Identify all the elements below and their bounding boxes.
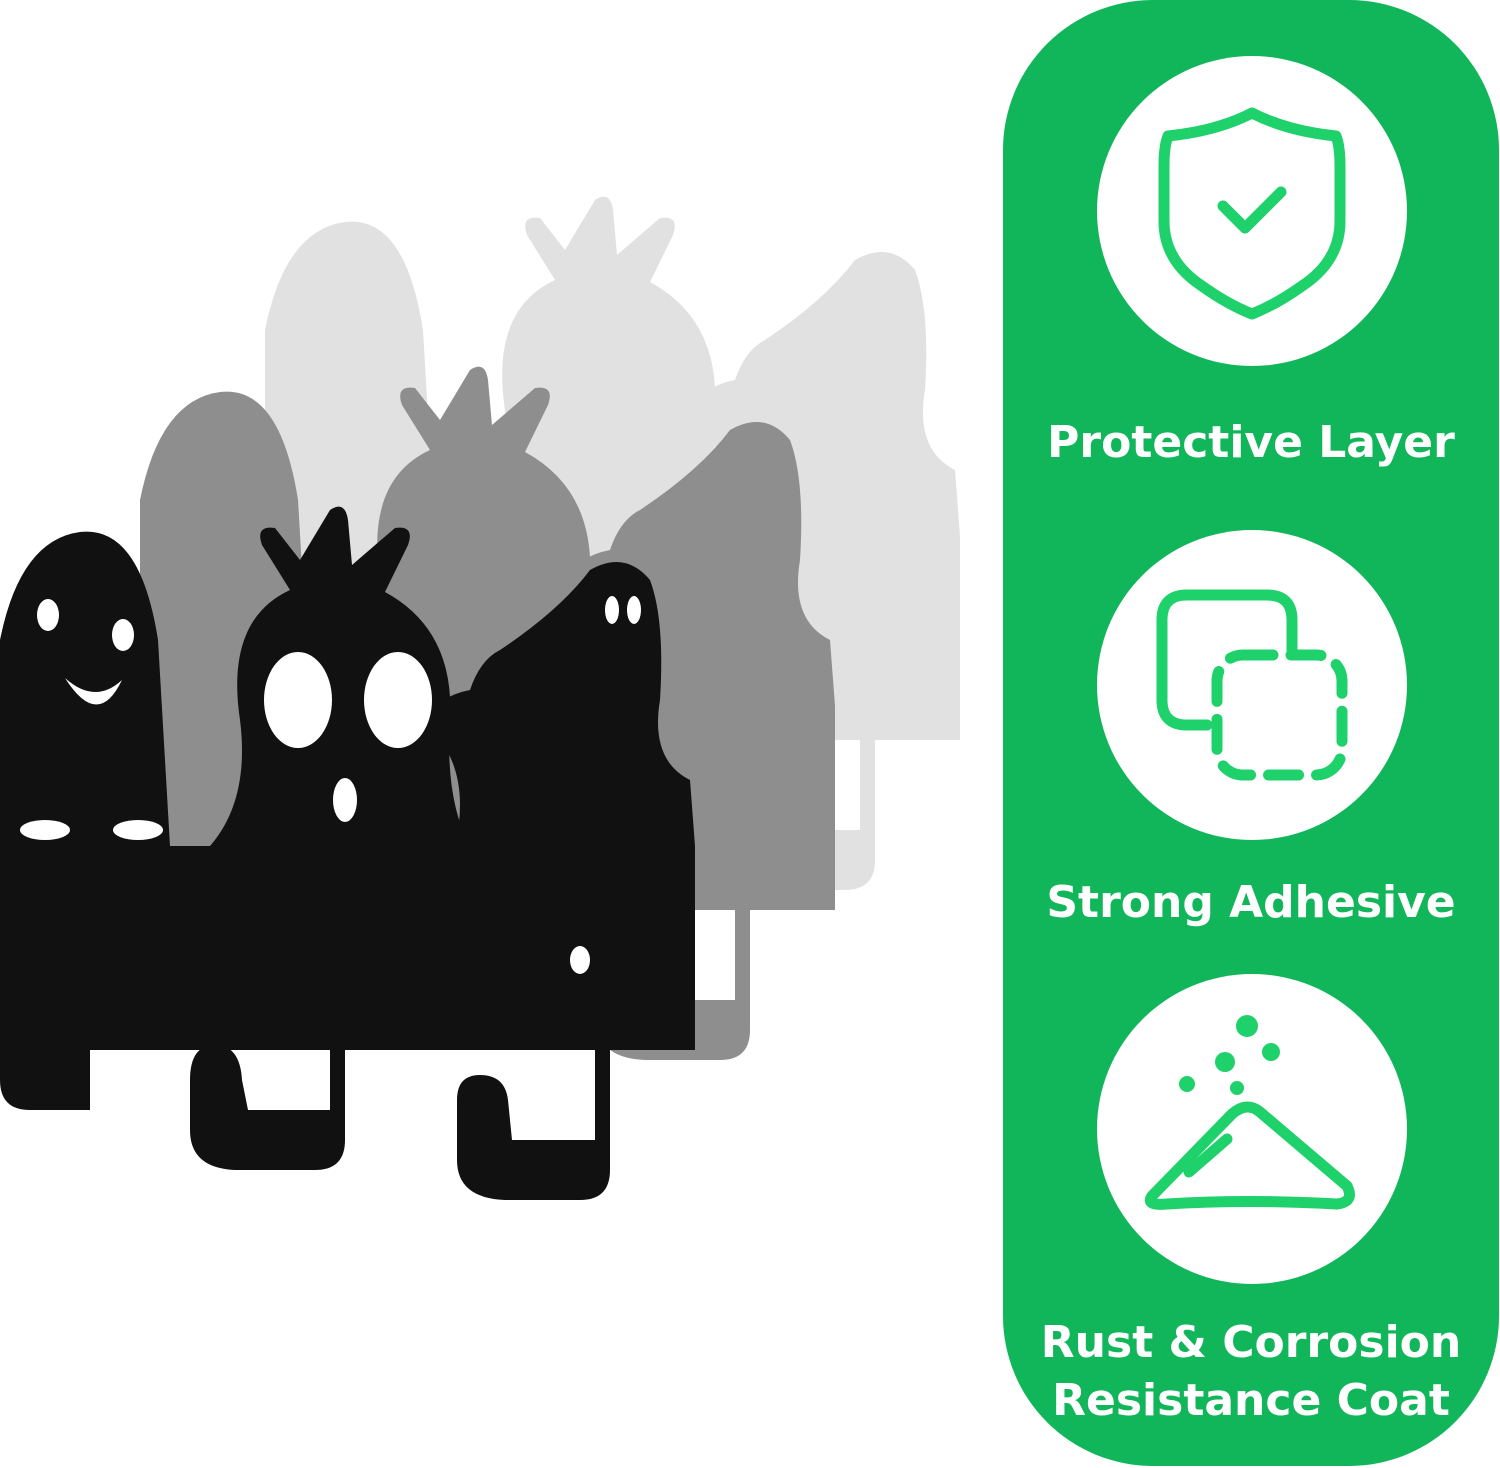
- product-illustration: [0, 196, 960, 1201]
- feature-icon-circle: [1097, 530, 1407, 840]
- particles-on-surface-icon: [1144, 1015, 1355, 1210]
- rack-cutouts: [20, 596, 641, 974]
- feature-icon-circle: [1097, 56, 1407, 366]
- feature-label: Rust & Corrosion Resistance Coat: [1003, 1314, 1499, 1430]
- feature-label-line: Resistance Coat: [1052, 1375, 1450, 1426]
- feature-label: Protective Layer: [1047, 417, 1455, 468]
- feature-label-line: Rust & Corrosion: [1040, 1317, 1462, 1368]
- feature-label: Strong Adhesive: [1046, 877, 1456, 928]
- ghost-hook-rack: [0, 506, 695, 1201]
- feature-panel: Protective Layer Strong Adhesive: [1003, 0, 1499, 1466]
- shield-check-icon: [1158, 107, 1346, 320]
- feature-icon-circle: [1097, 974, 1407, 1284]
- overlapping-squares-icon: [1156, 589, 1348, 781]
